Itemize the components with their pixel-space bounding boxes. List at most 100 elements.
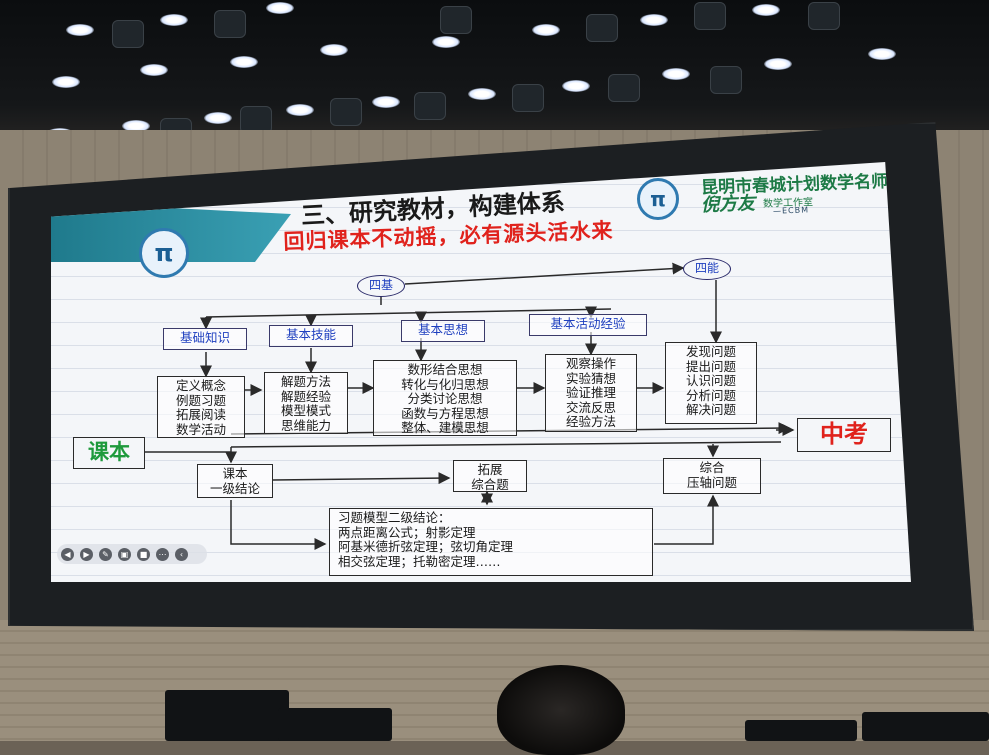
ceiling-light xyxy=(52,76,80,88)
textbook-label: 课本 xyxy=(73,437,145,469)
detail-line: 经验方法 xyxy=(565,414,616,429)
exam-label: 中考 xyxy=(797,418,891,452)
skills-detail-box: 解题方法 解题经验 模型模式 思维能力 xyxy=(264,372,348,434)
activity-detail-box: 观察操作 实验猜想 验证推理 交流反思 经验方法 xyxy=(545,354,637,432)
detail-line: 转化与化归思想 xyxy=(401,376,489,392)
stage-fixture xyxy=(512,84,544,112)
pen-icon[interactable]: ✎ xyxy=(99,547,112,561)
four-abilities-pill: 四能 xyxy=(683,258,731,280)
ceiling-light xyxy=(66,24,94,36)
first-level-line: 一级结论 xyxy=(209,480,260,496)
ceiling-light xyxy=(562,80,590,92)
brand-logo-icon: π xyxy=(637,178,679,220)
detail-line: 思维能力 xyxy=(280,417,331,433)
back-icon[interactable]: ◀ xyxy=(61,547,74,561)
detail-line: 分类讨论思想 xyxy=(407,391,483,406)
category-basic-knowledge: 基础知识 xyxy=(163,328,247,350)
extension-line: 拓展 xyxy=(477,462,503,477)
ceiling-light xyxy=(662,68,690,80)
detail-line: 发现问题 xyxy=(685,344,736,359)
ceiling-light xyxy=(764,58,792,70)
first-level-conclusion-box: 课本 一级结论 xyxy=(197,464,273,498)
category-basic-ideas: 基本思想 xyxy=(401,320,485,342)
stage-fixture xyxy=(330,98,362,126)
stage-fixture xyxy=(710,66,742,94)
ceiling-light xyxy=(230,56,258,68)
extension-box: 拓展 综合题 xyxy=(453,460,527,492)
presentation-toolbar: ◀ ▶ ✎ ▣ ■ ⋯ ‹ xyxy=(57,544,207,564)
ceiling-light xyxy=(432,36,460,48)
stage-speaker xyxy=(278,708,392,741)
screenshot-icon[interactable]: ▣ xyxy=(118,547,131,561)
ceiling-light xyxy=(160,14,188,26)
detail-line: 观察操作 xyxy=(565,356,616,371)
detail-line: 解题经验 xyxy=(280,388,331,404)
collapse-icon[interactable]: ‹ xyxy=(175,547,188,561)
ceiling-light xyxy=(320,44,348,56)
ceiling-light xyxy=(204,112,232,124)
knowledge-detail-box: 定义概念 例题习题 拓展阅读 数学活动 xyxy=(157,376,245,438)
stage-speaker xyxy=(862,712,989,741)
ceiling-light xyxy=(868,48,896,60)
ideas-detail-box: 数形结合思想 转化与化归思想 分类讨论思想 函数与方程思想 整体、建模思想 xyxy=(373,360,517,436)
stage-speaker xyxy=(165,690,289,741)
brand-logo-glyph: π xyxy=(650,187,666,211)
ceiling-light xyxy=(752,4,780,16)
stage-fixture xyxy=(414,92,446,120)
detail-line: 实验猜想 xyxy=(565,370,616,386)
first-level-line: 课本 xyxy=(222,466,248,481)
detail-line: 数形结合思想 xyxy=(407,362,483,377)
stage-fixture xyxy=(214,10,246,38)
second-level-line: 相交弦定理；托勒密定理…… xyxy=(338,553,501,569)
second-level-line: 阿基米德折弦定理；弦切角定理 xyxy=(338,539,514,554)
abilities-detail-box: 发现问题 提出问题 认识问题 分析问题 解决问题 xyxy=(665,342,757,424)
stage-fixture xyxy=(694,2,726,30)
comprehensive-line: 压轴问题 xyxy=(686,474,737,490)
detail-line: 提出问题 xyxy=(685,358,736,374)
ceiling-light xyxy=(140,64,168,76)
ceiling-light xyxy=(266,2,294,14)
forward-icon[interactable]: ▶ xyxy=(80,547,93,561)
category-basic-activity: 基本活动经验 xyxy=(529,314,647,336)
ceiling-light xyxy=(372,96,400,108)
audience-head xyxy=(497,665,625,755)
detail-line: 例题习题 xyxy=(175,392,226,408)
more-icon[interactable]: ⋯ xyxy=(156,547,169,561)
workshop-logo-icon: π xyxy=(139,228,189,278)
ceiling-light xyxy=(468,88,496,100)
detail-line: 数学活动 xyxy=(175,421,226,437)
detail-line: 分析问题 xyxy=(685,387,736,403)
detail-line: 定义概念 xyxy=(175,378,226,393)
detail-line: 验证推理 xyxy=(565,385,616,400)
second-level-line: 习题模型二级结论： xyxy=(338,510,451,525)
ceiling-light xyxy=(640,14,668,26)
second-level-conclusion-box: 习题模型二级结论： 两点距离公式；射影定理 阿基米德折弦定理；弦切角定理 相交弦… xyxy=(329,508,653,576)
detail-line: 整体、建模思想 xyxy=(401,420,489,435)
ceiling xyxy=(0,0,989,150)
stage-fixture xyxy=(440,6,472,34)
comprehensive-box: 综合 压轴问题 xyxy=(663,458,761,494)
stage-fixture xyxy=(608,74,640,102)
detail-line: 认识问题 xyxy=(685,373,736,388)
detail-line: 拓展阅读 xyxy=(175,407,226,422)
stage-fixture xyxy=(808,2,840,30)
detail-line: 函数与方程思想 xyxy=(401,405,489,421)
logo-glyph: π xyxy=(154,239,174,267)
detail-line: 交流反思 xyxy=(565,399,616,415)
stage-fixture xyxy=(240,106,272,134)
second-level-line: 两点距离公式；射影定理 xyxy=(338,524,476,540)
category-basic-skills: 基本技能 xyxy=(269,325,353,347)
extension-line: 综合题 xyxy=(471,476,509,492)
detail-line: 解决问题 xyxy=(685,402,736,417)
ceiling-light xyxy=(122,120,150,132)
stage-speaker xyxy=(745,720,857,741)
stage-fixture xyxy=(586,14,618,42)
detail-line: 解题方法 xyxy=(280,374,331,389)
video-icon[interactable]: ■ xyxy=(137,547,150,561)
ceiling-light xyxy=(532,24,560,36)
stage-fixture xyxy=(112,20,144,48)
presentation-slide: π π 三、研究教材，构建体系 昆明市春城计划数学名师 倪方友 数学工作室 —E… xyxy=(51,162,911,582)
ceiling-light xyxy=(286,104,314,116)
four-basics-pill: 四基 xyxy=(357,275,405,297)
detail-line: 模型模式 xyxy=(280,403,331,418)
